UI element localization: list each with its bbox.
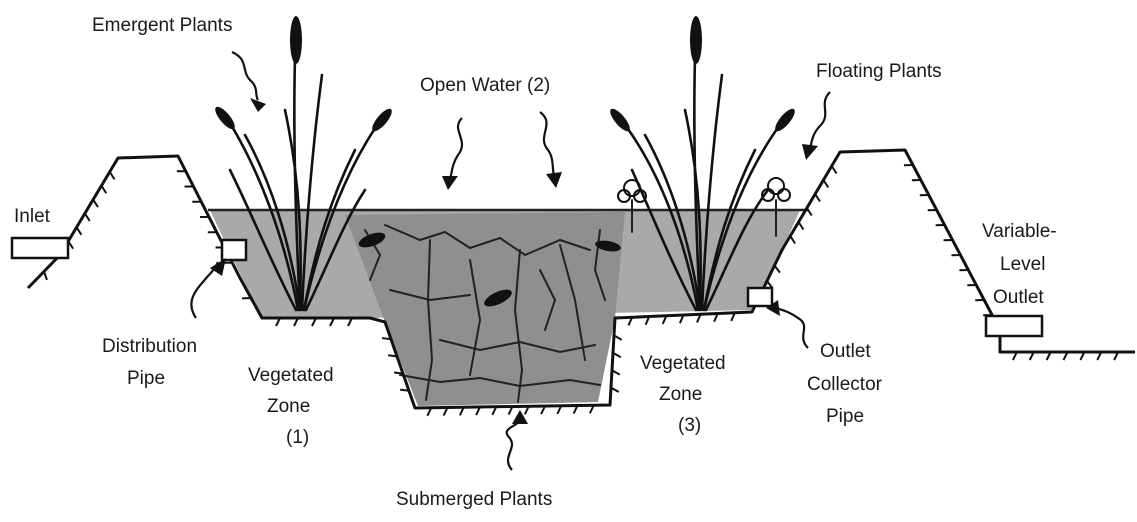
label-emergent-plants: Emergent Plants	[92, 15, 232, 36]
label-variable-level-line-3: Outlet	[993, 287, 1044, 308]
ground-hatch-mark	[85, 213, 90, 221]
ground-hatch-mark	[388, 355, 397, 356]
label-outlet-collector-line-2: Collector	[807, 374, 883, 395]
inlet-pipe	[12, 238, 68, 258]
ground-hatch-mark	[790, 236, 795, 244]
deep-pool-water	[345, 212, 625, 406]
ground-hatch-mark	[832, 166, 837, 174]
label-veg-zone-3-line-2: Zone	[659, 384, 702, 405]
ground-hatch-mark	[799, 222, 804, 230]
distribution-pipe	[222, 240, 246, 260]
label-submerged-plants: Submerged Plants	[396, 489, 552, 510]
ground-hatch-mark	[93, 200, 98, 208]
ground-hatch-mark	[400, 390, 409, 391]
ground-hatch-mark	[775, 266, 780, 273]
label-veg-zone-3-line-3: (3)	[678, 415, 701, 436]
ground-hatch-mark	[382, 338, 391, 339]
variable-level-outlet-pipe	[986, 316, 1042, 336]
ground-hatch-mark	[823, 180, 828, 188]
ground-hatch-mark	[807, 208, 812, 216]
label-inlet: Inlet	[14, 206, 51, 227]
arrow-outlet-collector	[766, 300, 808, 348]
arrow-emergent	[232, 52, 266, 112]
label-distribution-line-2: Pipe	[127, 368, 165, 389]
label-floating-plants: Floating Plants	[816, 61, 942, 82]
arrow-submerged	[507, 410, 528, 470]
arrow-distribution-pipe	[191, 258, 226, 318]
ground-hatch-mark	[101, 186, 106, 194]
label-distribution-line-1: Distribution	[102, 336, 197, 357]
ground-hatch-mark	[394, 372, 403, 373]
ground-hatch-mark	[815, 194, 820, 202]
label-outlet-collector-line-3: Pipe	[826, 406, 864, 427]
outlet-collector-pipe	[748, 288, 772, 306]
label-outlet-collector-line-1: Outlet	[820, 341, 871, 362]
label-variable-level-line-1: Variable-	[982, 221, 1057, 242]
arrow-open-water-right	[540, 112, 562, 188]
arrow-open-water-left	[442, 118, 462, 190]
label-veg-zone-1-line-2: Zone	[267, 396, 310, 417]
ground-hatch-mark	[77, 227, 82, 235]
ground-hatch-mark	[110, 172, 115, 180]
label-veg-zone-1-line-3: (1)	[286, 427, 309, 448]
label-variable-level-line-2: Level	[1000, 254, 1045, 275]
ground-hatch-mark	[44, 272, 47, 280]
label-veg-zone-3-line-1: Vegetated	[640, 353, 726, 374]
arrow-floating	[802, 92, 830, 160]
label-veg-zone-1-line-1: Vegetated	[248, 365, 334, 386]
label-open-water: Open Water (2)	[420, 75, 550, 96]
